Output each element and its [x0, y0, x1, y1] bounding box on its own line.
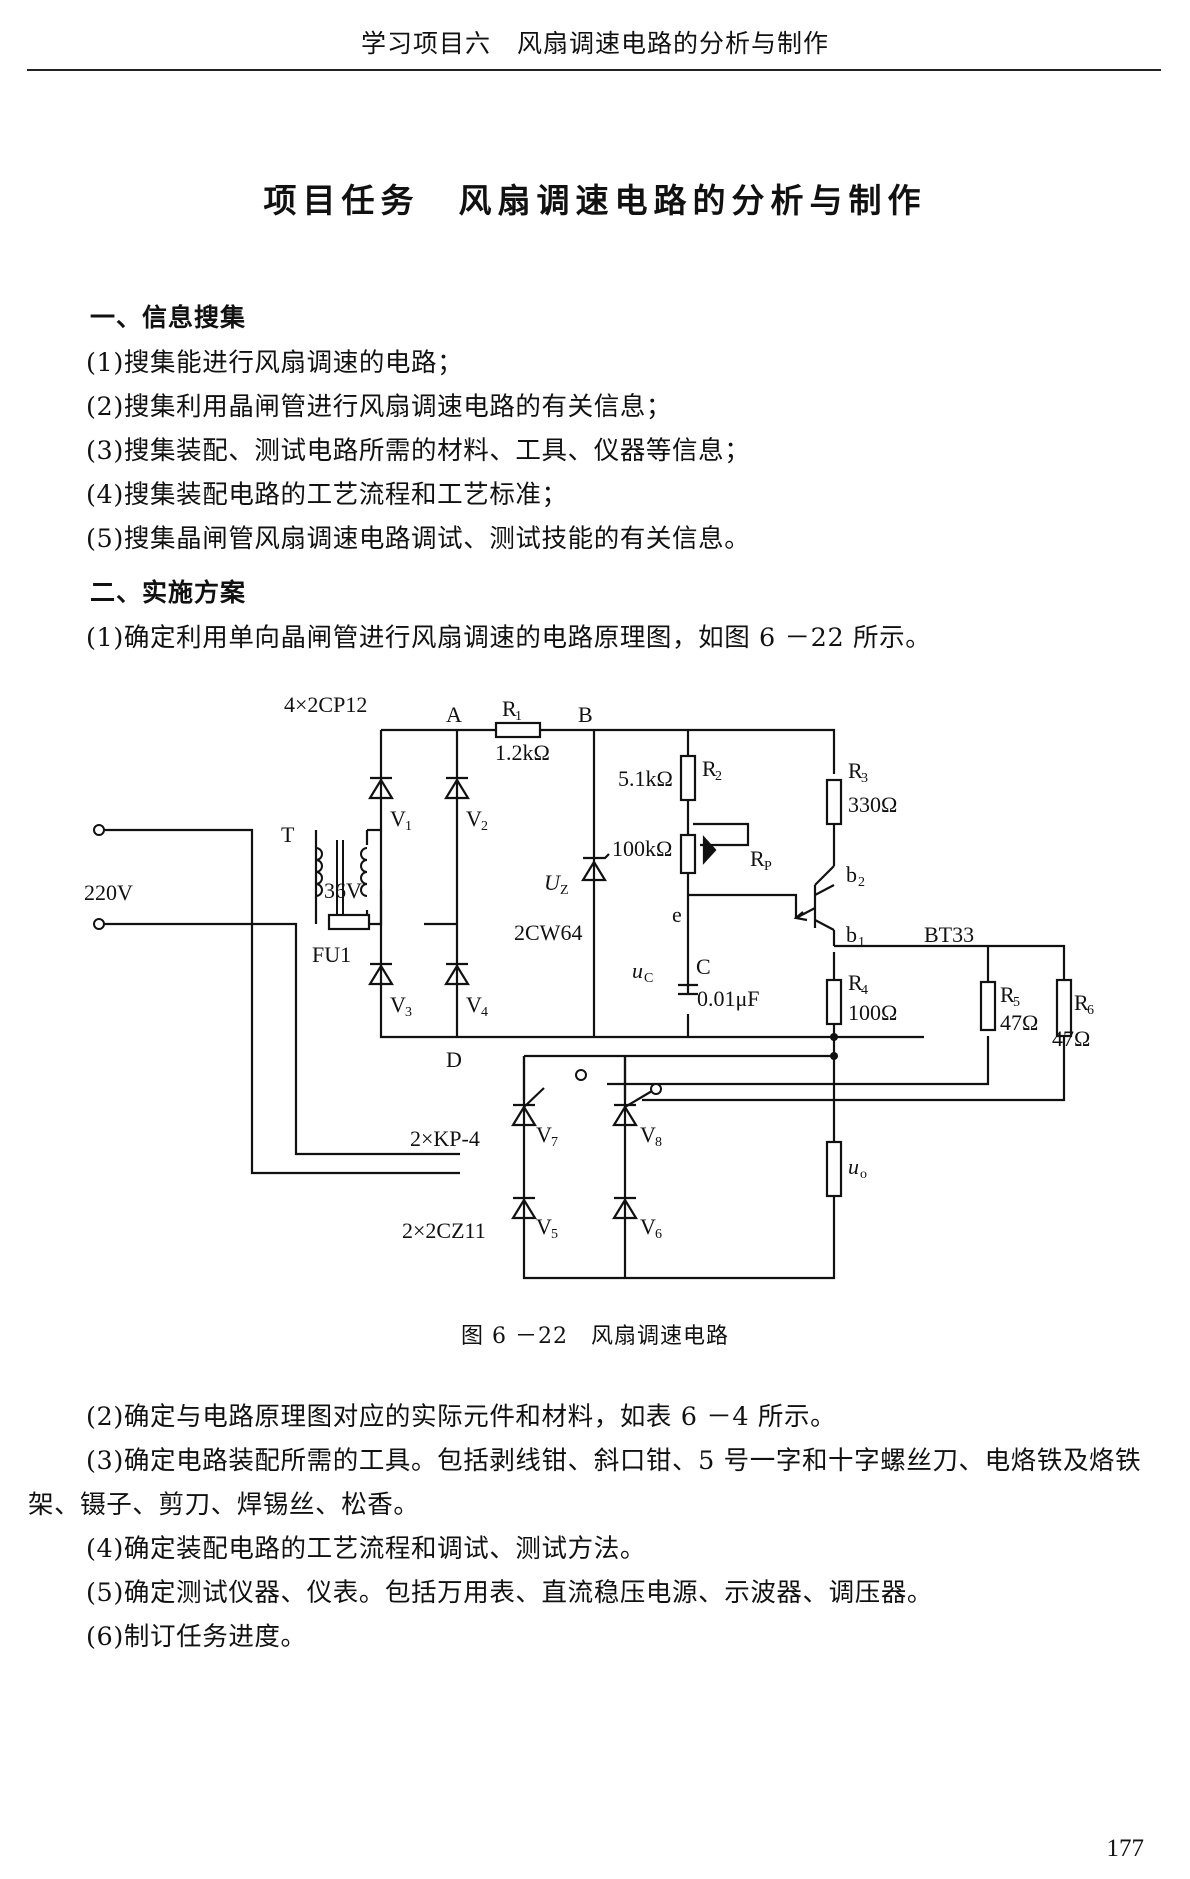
- circuit-label: V: [390, 992, 406, 1017]
- circuit-label: b: [846, 922, 857, 947]
- header-rule: [27, 69, 1161, 71]
- circuit-label: 8: [655, 1135, 662, 1150]
- circuit-label: 5: [551, 1227, 558, 1242]
- circuit-label: R: [848, 758, 863, 783]
- page-number: 177: [1106, 1835, 1145, 1862]
- plan-item-4: (4)确定装配电路的工艺流程和调试、测试方法。: [86, 1534, 646, 1564]
- plan-item-1: (1)确定利用单向晶闸管进行风扇调速的电路原理图，如图 6 －22 所示。: [86, 623, 932, 653]
- circuit-label: 220V: [84, 880, 133, 905]
- running-header: 学习项目六 风扇调速电路的分析与制作: [360, 29, 829, 58]
- circuit-label: T: [281, 822, 295, 847]
- circuit-label: 100kΩ: [612, 836, 672, 861]
- circuit-label: R: [1074, 990, 1089, 1015]
- node-d-label: D: [446, 1047, 462, 1072]
- info-item-5: (5)搜集晶闸管风扇调速电路调试、测试技能的有关信息。: [86, 524, 751, 554]
- circuit-label: R: [702, 756, 717, 781]
- circuit-label: u: [632, 958, 643, 983]
- circuit-label: V: [640, 1214, 656, 1239]
- circuit-label: C: [644, 971, 653, 986]
- section-heading-plan: 二、实施方案: [90, 578, 247, 607]
- circuit-label: 3: [405, 1005, 412, 1020]
- circuit-label: 6: [1087, 1003, 1094, 1018]
- circuit-label: 2×KP-4: [410, 1126, 480, 1151]
- plan-item-3: (3)确定电路装配所需的工具。包括剥线钳、斜口钳、5 号一字和十字螺丝刀、电烙铁…: [28, 1446, 1142, 1520]
- circuit-label: 1: [515, 709, 522, 724]
- circuit-label: R: [750, 846, 765, 871]
- circuit-label: U: [544, 870, 562, 895]
- info-item-3: (3)搜集装配、测试电路所需的材料、工具、仪器等信息；: [86, 436, 751, 466]
- node-b-label: B: [578, 702, 593, 727]
- circuit-label: 2: [481, 819, 488, 834]
- circuit-label: 2: [858, 875, 865, 890]
- circuit-label: 47Ω: [1052, 1026, 1090, 1051]
- plan-item-5: (5)确定测试仪器、仪表。包括万用表、直流稳压电源、示波器、调压器。: [86, 1578, 934, 1608]
- circuit-label: 0.01μF: [697, 986, 760, 1011]
- circuit-label: 1.2kΩ: [495, 740, 550, 765]
- circuit-label: 36V: [324, 878, 362, 903]
- circuit-label: BT33: [924, 922, 974, 947]
- plan-item-6: (6)制订任务进度。: [86, 1622, 307, 1652]
- circuit-label: 47Ω: [1000, 1010, 1038, 1035]
- circuit-label: 1: [858, 935, 865, 950]
- info-item-1: (1)搜集能进行风扇调速的电路；: [86, 348, 464, 378]
- circuit-label: u: [848, 1154, 859, 1179]
- circuit-label: 100Ω: [848, 1000, 897, 1025]
- circuit-label: 2: [715, 769, 722, 784]
- figure-caption: 图 6 －22 风扇调速电路: [461, 1324, 729, 1349]
- circuit-label: 4: [861, 983, 868, 998]
- circuit-label: V: [536, 1214, 552, 1239]
- circuit-label: V: [536, 1122, 552, 1147]
- circuit-label: R: [502, 696, 517, 721]
- circuit-label: 5: [1013, 995, 1020, 1010]
- bridge-label: 4×2CP12: [284, 692, 367, 717]
- fan-speed-circuit-diagram: 4×2CP12 A B D e R1 1.2kΩ R2 5.1kΩ R3 330…: [84, 692, 1094, 1280]
- page-title: 项目任务 风扇调速电路的分析与制作: [263, 181, 927, 220]
- circuit-label: V: [640, 1122, 656, 1147]
- circuit-label: V: [466, 992, 482, 1017]
- circuit-label: b: [846, 862, 857, 887]
- node-a-label: A: [446, 702, 462, 727]
- circuit-label: C: [696, 954, 711, 979]
- circuit-label: V: [390, 806, 406, 831]
- section-heading-info: 一、信息搜集: [90, 303, 247, 332]
- circuit-label: 5.1kΩ: [618, 766, 673, 791]
- info-item-2: (2)搜集利用晶闸管进行风扇调速电路的有关信息；: [86, 392, 673, 422]
- plan-item-2: (2)确定与电路原理图对应的实际元件和材料，如表 6 －4 所示。: [86, 1402, 837, 1432]
- info-item-4: (4)搜集装配电路的工艺流程和工艺标准；: [86, 480, 568, 510]
- circuit-label: 330Ω: [848, 792, 897, 817]
- circuit-label: 2CW64: [514, 920, 582, 945]
- circuit-label: Z: [560, 883, 569, 898]
- circuit-label: V: [466, 806, 482, 831]
- circuit-label: o: [860, 1167, 867, 1182]
- circuit-label: 7: [551, 1135, 558, 1150]
- circuit-label: 2×2CZ11: [402, 1218, 486, 1243]
- circuit-label: R: [848, 970, 863, 995]
- circuit-label: R: [1000, 982, 1015, 1007]
- circuit-label: 3: [861, 771, 868, 786]
- circuit-label: 4: [481, 1005, 488, 1020]
- node-e-label: e: [672, 902, 682, 927]
- circuit-label: 6: [655, 1227, 662, 1242]
- circuit-label: P: [764, 859, 772, 874]
- circuit-label: 1: [405, 819, 412, 834]
- circuit-label: FU1: [312, 942, 351, 967]
